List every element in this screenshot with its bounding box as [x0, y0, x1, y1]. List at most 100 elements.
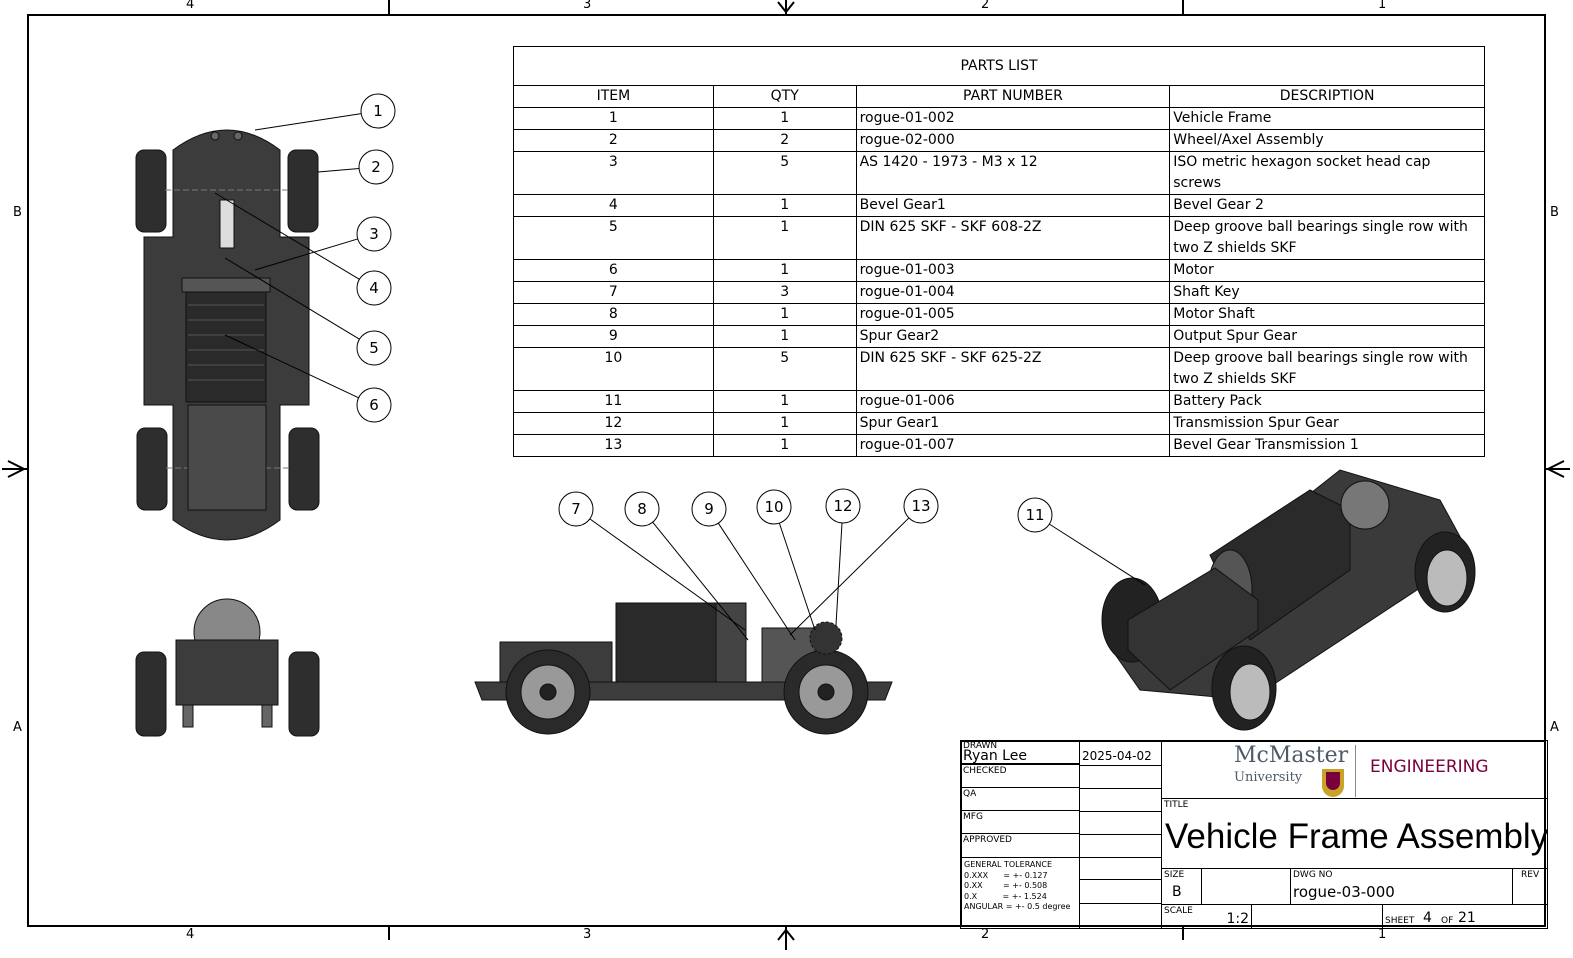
- leader-line: [789, 517, 910, 636]
- drawing-title: Vehicle Frame Assembly: [1165, 817, 1548, 856]
- qa-label: QA: [963, 789, 977, 799]
- sheet-size: B: [1172, 884, 1182, 900]
- zone-right-a: A: [1550, 720, 1559, 735]
- balloon-number: 8: [637, 500, 647, 518]
- qty-cell: 1: [712, 259, 857, 282]
- balloon-number: 11: [1025, 506, 1044, 524]
- zone-left-a: A: [13, 720, 22, 735]
- drawing-number: rogue-03-000: [1293, 883, 1395, 901]
- balloon-8: 8: [624, 491, 749, 641]
- sheet-cell: SHEET 4 OF 21: [1382, 904, 1548, 929]
- item-cell: 13: [513, 434, 714, 457]
- balloon-number: 1: [373, 102, 383, 120]
- qty-cell: 3: [712, 281, 857, 304]
- balloon-12: 12: [825, 488, 861, 626]
- mfg-date-cell: [1079, 811, 1162, 835]
- balloon-number: 4: [369, 279, 379, 297]
- qty-cell: 1: [712, 412, 857, 435]
- balloon-circle: [356, 216, 392, 252]
- qty-cell: 1: [712, 325, 857, 348]
- qty-cell: 1: [712, 390, 857, 413]
- part-number-cell: Bevel Gear1: [855, 194, 1171, 217]
- mfg-label: MFG: [963, 812, 983, 822]
- zone-top-2: 2: [981, 0, 990, 12]
- engineering-label: ENGINEERING: [1370, 757, 1489, 777]
- balloon-number: 5: [369, 339, 379, 357]
- description-cell: Battery Pack: [1169, 390, 1485, 413]
- approved-date-cell: [1079, 834, 1162, 858]
- blank-cell: [1079, 903, 1162, 929]
- tolerance-line: 0.X = +- 1.524: [964, 891, 1047, 901]
- leader-line: [317, 167, 360, 173]
- description-cell: Deep groove ball bearings single row wit…: [1169, 347, 1485, 391]
- balloon-circle: [825, 488, 861, 524]
- balloon-number: 9: [704, 500, 714, 518]
- blank-cell: [1251, 904, 1383, 929]
- crest-icon: [1322, 769, 1344, 797]
- blank-cell: [1079, 879, 1162, 904]
- item-cell: 2: [513, 129, 714, 152]
- approved-cell: APPROVED: [960, 833, 1080, 858]
- balloon-3: 3: [254, 216, 392, 271]
- balloon-number: 3: [369, 225, 379, 243]
- part-number-cell: DIN 625 SKF - SKF 625-2Z: [855, 347, 1171, 391]
- balloon-number: 12: [833, 497, 852, 515]
- zone-left-b: B: [13, 205, 22, 220]
- description-cell: Deep groove ball bearings single row wit…: [1169, 216, 1485, 260]
- leader-line: [717, 522, 796, 641]
- zone-bottom-2: 2: [981, 927, 990, 942]
- balloon-number: 7: [571, 500, 581, 518]
- balloon-6: 6: [224, 334, 392, 423]
- balloon-13: 13: [789, 488, 939, 636]
- balloon-circle: [358, 149, 394, 185]
- balloon-circle: [360, 93, 396, 129]
- description-cell: Output Spur Gear: [1169, 325, 1485, 348]
- item-cell: 11: [513, 390, 714, 413]
- drawn-date-cell: 2025-04-02: [1079, 740, 1162, 766]
- qty-cell: 1: [712, 303, 857, 326]
- part-number-cell: rogue-01-003: [855, 259, 1171, 282]
- qty-cell: 2: [712, 129, 857, 152]
- isometric-view: [1101, 469, 1476, 731]
- column-header: DESCRIPTION: [1169, 85, 1485, 108]
- size-label: SIZE: [1164, 870, 1185, 880]
- drawn-by: Ryan Lee: [963, 748, 1027, 764]
- balloon-7: 7: [558, 491, 746, 631]
- balloon-11: 11: [1017, 497, 1146, 586]
- part-number-cell: DIN 625 SKF - SKF 608-2Z: [855, 216, 1171, 260]
- qty-cell: 1: [712, 434, 857, 457]
- balloon-1: 1: [254, 93, 396, 131]
- item-cell: 6: [513, 259, 714, 282]
- balloon-circle: [356, 330, 392, 366]
- qty-cell: 5: [712, 347, 857, 391]
- side-view: [474, 602, 893, 735]
- part-number-cell: rogue-01-007: [855, 434, 1171, 457]
- zone-top-4: 4: [186, 0, 195, 12]
- balloon-5: 5: [224, 257, 392, 366]
- qty-cell: 1: [712, 216, 857, 260]
- blank-cell: [1079, 857, 1162, 880]
- part-number-cell: rogue-01-006: [855, 390, 1171, 413]
- balloon-10: 10: [756, 489, 816, 631]
- qty-cell: 1: [712, 194, 857, 217]
- balloon-circle: [356, 387, 392, 423]
- checked-date-cell: [1079, 765, 1162, 789]
- rev-cell: REV: [1512, 868, 1548, 905]
- parts-list-title: PARTS LIST: [513, 46, 1485, 86]
- zone-top-1: 1: [1378, 0, 1387, 12]
